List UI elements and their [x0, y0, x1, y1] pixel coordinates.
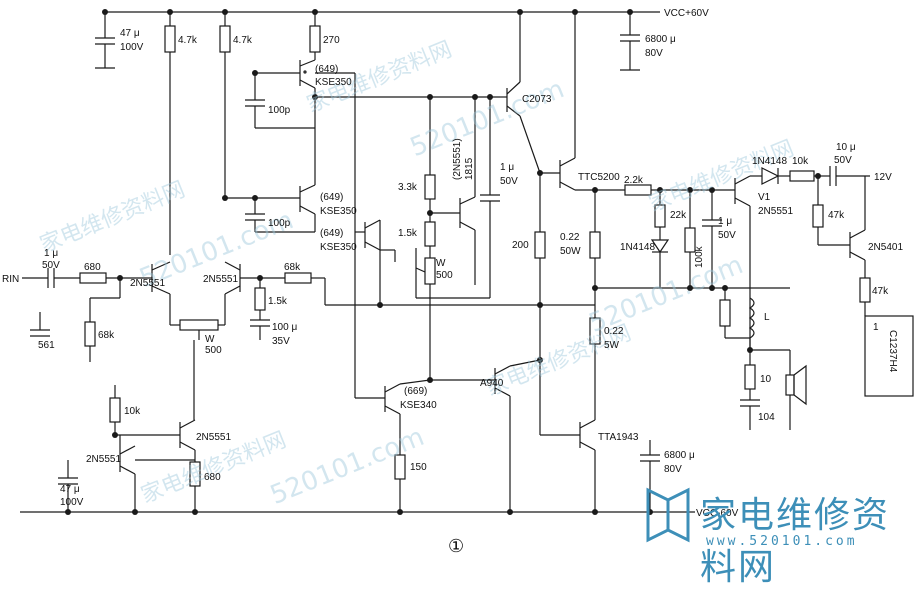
label-c6800top: 6800 μ [645, 34, 676, 45]
label-c100p1: 100p [268, 105, 291, 116]
label-q649top: (649) [315, 64, 338, 75]
label-c561: 561 [38, 340, 55, 351]
label-c1uout: 1 μ [718, 216, 732, 227]
label-q2n5401: 2N5401 [868, 242, 903, 253]
label-d1n4148b: 1N4148 [752, 156, 787, 167]
label-q2n5551b: 2N5551 [203, 274, 238, 285]
site-logo-url: www.520101.com [706, 534, 858, 549]
label-ttc5200: TTC5200 [578, 172, 620, 183]
rail-negative-label: VCC-60V [696, 508, 739, 519]
label-c6800bot: 6800 μ [664, 450, 695, 461]
label-r022b: 0.22 [604, 326, 624, 337]
label-r47ka: 47k [828, 210, 845, 221]
label-q2n5551c: 2N5551 [758, 206, 793, 217]
label-r4k7a: 4.7k [178, 35, 198, 46]
label-c47v: 100V [120, 42, 144, 53]
label-a940: A940 [480, 378, 504, 389]
label-kse340: KSE340 [400, 400, 437, 411]
label-c2073: C2073 [522, 94, 552, 105]
label-r100k: 100k [694, 245, 705, 268]
watermark-url-3: 520101.com [266, 422, 428, 511]
label-r10b: 10 [760, 374, 772, 385]
label-r200: 200 [512, 240, 529, 251]
label-wpot: W [436, 258, 446, 269]
label-r2k2: 2.2k [624, 175, 644, 186]
label-q649low: (649) [320, 228, 343, 239]
label-c6800botv: 80V [664, 464, 682, 475]
label-q2n5551e: 2N5551 [86, 454, 121, 465]
watermark-cn-5: 家电维修资料网 [645, 136, 797, 217]
label-kse350mid: KSE350 [320, 206, 357, 217]
label-q2n5551d: 2N5551 [196, 432, 231, 443]
label-c100u: 100 μ [272, 322, 297, 333]
label-cinv: 50V [42, 260, 60, 271]
label-r50w: 50W [560, 246, 581, 257]
book-logo-icon [646, 487, 690, 543]
label-r022a: 0.22 [560, 232, 580, 243]
label-c100p2: 100p [268, 218, 291, 229]
label-tta1943: TTA1943 [598, 432, 639, 443]
label-wpot2: W [205, 334, 215, 345]
label-r680: 680 [84, 262, 101, 273]
label-c1u50: 1 μ [500, 162, 514, 173]
watermark-cn-1: 家电维修资料网 [36, 177, 188, 258]
rail-positive-label: VCC+60V [664, 8, 709, 19]
label-c1uoutv: 50V [718, 230, 736, 241]
label-c10u: 10 μ [836, 142, 856, 153]
label-q669: (669) [404, 386, 427, 397]
label-r10ka: 10k [792, 156, 809, 167]
label-r680b: 680 [204, 472, 221, 483]
label-kse350low: KSE350 [320, 242, 357, 253]
label-r4k7b: 4.7k [233, 35, 253, 46]
label-v1: V1 [758, 192, 771, 203]
label-r5w: 5W [604, 340, 620, 351]
input-label: RIN [2, 274, 19, 285]
label-r500: 500 [436, 270, 453, 281]
label-r22k: 22k [670, 210, 687, 221]
label-r68ka: 68k [98, 330, 115, 341]
label-r3k3: 3.3k [398, 182, 418, 193]
figure-number: ① [448, 536, 464, 557]
label-c104: 104 [758, 412, 775, 423]
label-r1k5b: 1.5k [268, 296, 288, 307]
label-c47bv: 100V [60, 497, 84, 508]
label-r150: 150 [410, 462, 427, 473]
label-c10uv: 50V [834, 155, 852, 166]
label-c47b: 47 μ [60, 484, 80, 495]
rail-12v-label: 12V [874, 172, 892, 183]
label-q2n5551a: 2N5551 [130, 278, 165, 289]
amplifier-schematic: 家电维修资料网 520101.com 家电维修资料网 520101.com 家电… [2, 8, 914, 557]
label-r1k5a: 1.5k [398, 228, 418, 239]
label-r500b: 500 [205, 345, 222, 356]
label-r47kb: 47k [872, 286, 889, 297]
label-c6800topv: 80V [645, 48, 663, 59]
label-ic: C1237H4 [887, 330, 898, 373]
label-c1u50v: 50V [500, 176, 518, 187]
label-kse350top: KSE350 [315, 77, 352, 88]
label-inductor: L [764, 312, 770, 323]
label-q2n5551par: (2N5551) [452, 138, 463, 180]
label-q1815: 1815 [464, 157, 475, 180]
label-r10kc: 10k [124, 406, 141, 417]
label-c100uv: 35V [272, 336, 290, 347]
label-d1n4148a: 1N4148 [620, 242, 655, 253]
label-cin: 1 μ [44, 248, 58, 259]
label-r270: 270 [323, 35, 340, 46]
label-r68kb: 68k [284, 262, 301, 273]
label-pin1: 1 [873, 322, 879, 333]
label-c47: 47 μ [120, 28, 140, 39]
label-q649mid: (649) [320, 192, 343, 203]
